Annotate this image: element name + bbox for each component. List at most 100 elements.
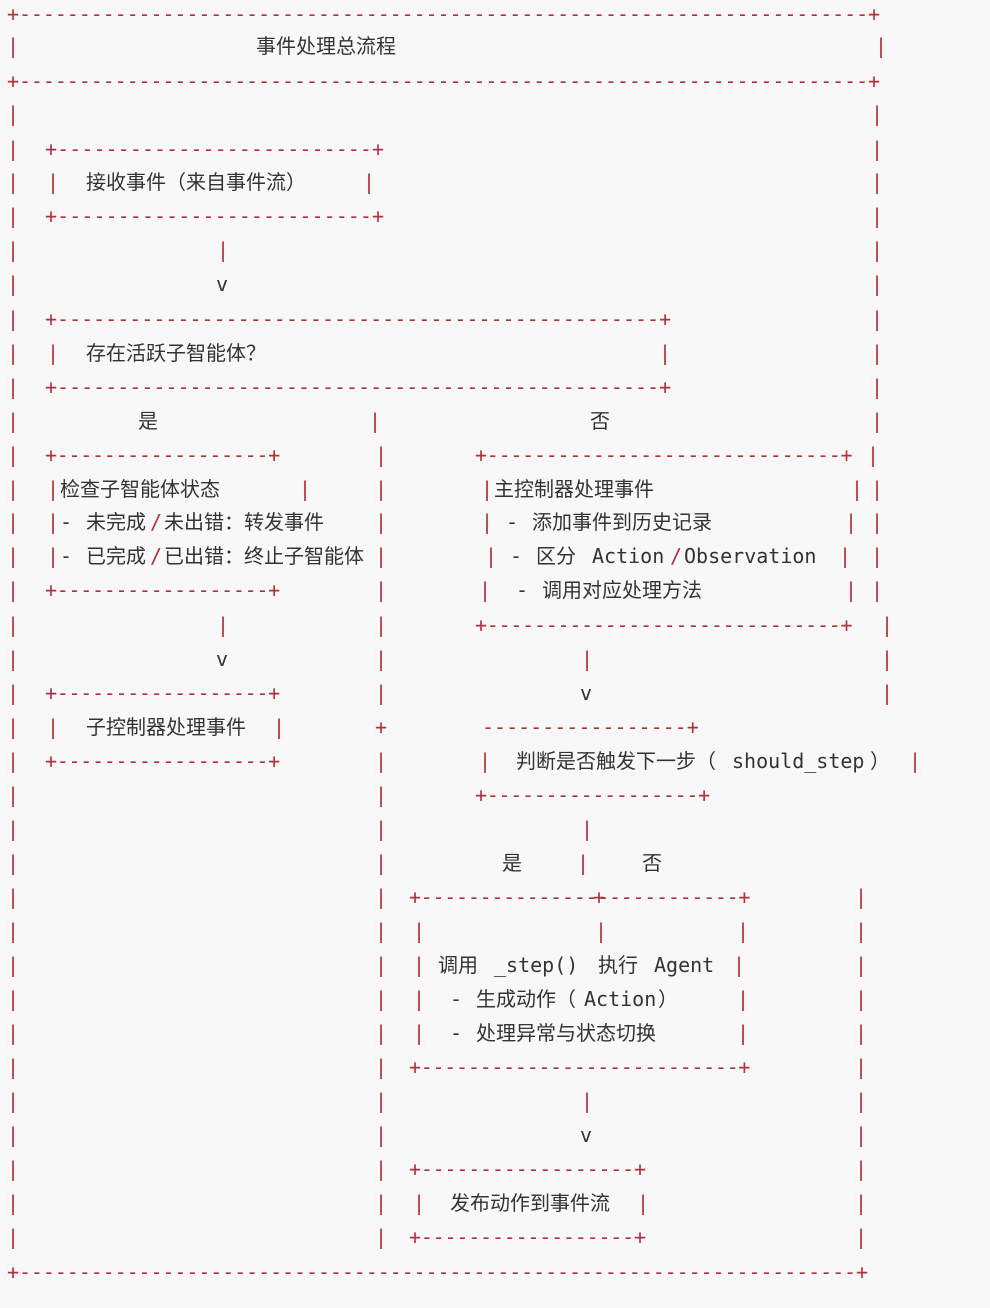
v-border: | — [581, 817, 594, 841]
v-border: | — [871, 307, 884, 331]
call-step-box-top: +---------------------------+ — [409, 885, 751, 909]
v-border: | — [375, 1191, 388, 1215]
v-border: | — [7, 1055, 20, 1079]
v-border: | — [7, 987, 20, 1011]
v-border: | — [7, 578, 20, 602]
branch-yes-label: 是 — [138, 409, 158, 433]
v-border: | — [273, 715, 286, 739]
v-border: | — [581, 647, 594, 671]
check-state-label: 检查子智能体状态 — [60, 477, 220, 501]
v-border: | — [871, 544, 884, 568]
v-border: | — [47, 170, 60, 194]
v-border: | — [413, 1021, 426, 1045]
v-border: | — [737, 987, 750, 1011]
should-step-no-label: 否 — [642, 851, 662, 875]
v-border: | — [733, 953, 746, 977]
publish-action-label: 发布动作到事件流 — [450, 1191, 610, 1215]
v-border: | — [7, 137, 20, 161]
v-border: | — [7, 1089, 20, 1113]
v-border: | — [375, 919, 388, 943]
should-step-yes-label: 是 — [502, 851, 522, 875]
v-border: | — [375, 1021, 388, 1045]
v-border: | — [871, 510, 884, 534]
v-border: | — [851, 477, 864, 501]
v-border: | — [375, 1123, 388, 1147]
v-border: | — [871, 409, 884, 433]
v-border: | — [855, 1225, 868, 1249]
call-handler-label: 调用对应处理方法 — [542, 578, 702, 602]
main-controller-box-top: +------------------------------+ — [475, 443, 853, 467]
v-border: | — [7, 953, 20, 977]
v-border: | — [375, 987, 388, 1011]
subcontroller-box-bottom: +------------------+ — [45, 749, 280, 773]
v-border: | — [871, 375, 884, 399]
should-step-box-bottom: +------------------+ — [475, 783, 710, 807]
unfinished-a: 未完成 — [86, 510, 146, 534]
add-event-history-label: 添加事件到历史记录 — [532, 510, 712, 534]
subcontroller-label: 子控制器处理事件 — [86, 715, 246, 739]
distinguish-label: 区分 — [536, 544, 576, 568]
v-border: | — [737, 1021, 750, 1045]
v-border: | — [855, 987, 868, 1011]
active-subagent-box-top: +---------------------------------------… — [45, 307, 672, 331]
v-border: | — [7, 409, 20, 433]
outer-title-separator: +---------------------------------------… — [7, 69, 880, 93]
v-border: | — [7, 272, 20, 296]
slash-1: / — [150, 510, 163, 534]
dash-2: - — [510, 544, 523, 568]
gen-action-c: ） — [658, 987, 678, 1011]
v-border: | — [375, 613, 388, 637]
branch-no-label: 否 — [590, 409, 610, 433]
arrow-down-1: v — [216, 272, 229, 296]
dash-4: - — [450, 987, 463, 1011]
middle-junction: + — [375, 715, 388, 739]
v-border: | — [7, 307, 20, 331]
dash-5: - — [450, 1021, 463, 1045]
v-border: | — [839, 544, 852, 568]
v-border: | — [7, 1191, 20, 1215]
v-border: | — [375, 477, 388, 501]
v-border: | — [217, 613, 230, 637]
finished-a: 已完成 — [86, 544, 146, 568]
v-border: | — [581, 1089, 594, 1113]
v-border: | — [855, 953, 868, 977]
v-border: | — [47, 510, 60, 534]
v-border: | — [47, 477, 60, 501]
v-border: | — [7, 1225, 20, 1249]
v-border: | — [875, 34, 888, 58]
unfinished-b: 未出错：转发事件 — [164, 510, 324, 534]
has-active-subagent-label: 存在活跃子智能体？ — [86, 341, 266, 365]
should-step-label-c: ） — [870, 749, 890, 773]
v-border: | — [375, 817, 388, 841]
main-controller-label: 主控制器处理事件 — [494, 477, 654, 501]
finished-prefix: - — [60, 544, 85, 568]
check-state-box-top: +------------------+ — [45, 443, 280, 467]
v-border: | — [881, 647, 894, 671]
v-border: | — [413, 919, 426, 943]
v-border: | — [375, 1157, 388, 1181]
v-border: | — [7, 375, 20, 399]
v-border: | — [7, 647, 20, 671]
v-border: | — [485, 544, 498, 568]
v-border: | — [871, 204, 884, 228]
v-border: | — [7, 885, 20, 909]
v-border: | — [375, 578, 388, 602]
v-border: | — [299, 477, 312, 501]
dash-1: - — [506, 510, 519, 534]
v-border: | — [595, 919, 608, 943]
v-border: | — [375, 885, 388, 909]
should-step-label-a: 判断是否触发下一步（ — [516, 749, 716, 773]
v-border: | — [369, 409, 382, 433]
dash-3: - — [516, 578, 529, 602]
v-border: | — [871, 341, 884, 365]
v-border: | — [909, 749, 922, 773]
v-border: | — [871, 272, 884, 296]
slash-2: / — [150, 544, 163, 568]
v-border: | — [871, 102, 884, 126]
v-border: | — [479, 578, 492, 602]
subcontroller-box-top: +------------------+ — [45, 681, 280, 705]
v-border: | — [375, 851, 388, 875]
v-border: | — [7, 613, 20, 637]
v-border: | — [47, 715, 60, 739]
